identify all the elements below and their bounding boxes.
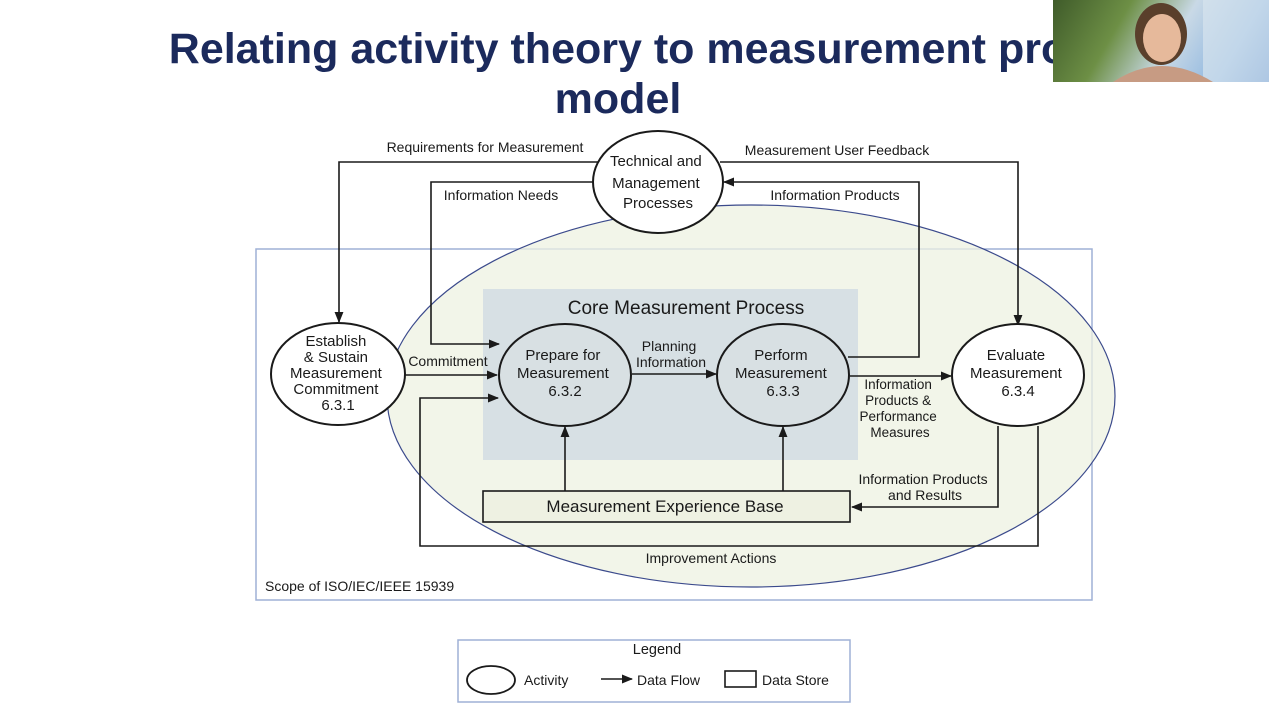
label-info-needs: Information Needs	[444, 187, 558, 203]
activity-prepare-measurement	[498, 323, 632, 427]
flow-user-feedback	[720, 161, 1023, 327]
flow-improvement	[419, 393, 1039, 547]
activity-evaluate-measurement	[951, 323, 1085, 427]
label-user-feedback: Measurement User Feedback	[745, 142, 930, 158]
label-improvement: Improvement Actions	[646, 550, 777, 566]
legend-box	[457, 639, 851, 703]
technical-management-label: Technical and Management Processes	[610, 153, 706, 212]
flow-info-results	[850, 426, 999, 512]
slide-title-line-2: model	[554, 75, 682, 123]
presenter-avatar-icon	[1113, 0, 1269, 82]
legend-data-flow-label: Data Flow	[637, 672, 701, 688]
evaluate-label: Evaluate Measurement 6.3.4	[970, 347, 1066, 400]
label-planning: Planning Information	[636, 338, 706, 370]
slide-title-line-1: Relating activity theory to measurement …	[168, 25, 1068, 73]
label-info-perf: Information Products & Performance Measu…	[859, 377, 940, 440]
activity-establish-commitment	[270, 322, 406, 426]
legend-data-store-label: Data Store	[762, 672, 829, 688]
label-commitment: Commitment	[408, 353, 487, 369]
flow-requirements	[334, 161, 598, 324]
establish-label: Establish & Sustain Measurement Commitme…	[290, 333, 386, 414]
legend-title: Legend	[633, 642, 681, 658]
activity-perform-measurement	[716, 323, 850, 427]
legend-activity-label: Activity	[524, 672, 568, 688]
label-info-results: Information Products and Results	[858, 471, 991, 503]
legend-data-store-symbol	[724, 670, 757, 688]
core-process-title: Core Measurement Process	[568, 298, 805, 319]
label-info-products: Information Products	[770, 187, 899, 203]
legend-activity-symbol	[466, 665, 516, 695]
perform-label: Perform Measurement 6.3.3	[735, 347, 831, 400]
activity-technical-management	[592, 130, 724, 234]
flow-info-needs	[430, 181, 595, 349]
presenter-webcam	[1053, 0, 1269, 82]
experience-base-label: Measurement Experience Base	[546, 497, 783, 516]
label-requirements: Requirements for Measurement	[387, 139, 584, 155]
scope-label: Scope of ISO/IEC/IEEE 15939	[265, 578, 454, 594]
prepare-label: Prepare for Measurement 6.3.2	[517, 347, 613, 400]
slide-title: Relating activity theory to measurement …	[0, 24, 1236, 124]
flow-info-products	[722, 177, 920, 358]
data-store-experience-base	[482, 490, 851, 523]
